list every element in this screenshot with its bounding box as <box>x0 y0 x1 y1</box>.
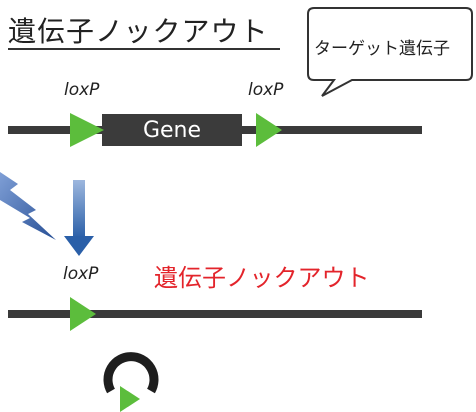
lightning-bolt-icon <box>0 172 56 240</box>
loxp-label-1: loxP <box>64 80 100 100</box>
loxp-arrow-1 <box>70 113 104 147</box>
title-underline <box>8 48 280 50</box>
page-title: 遺伝子ノックアウト <box>8 15 269 48</box>
loxp-arrow-2 <box>256 113 282 147</box>
gene-label: Gene <box>142 118 202 143</box>
loxp-arrow-3 <box>70 297 96 331</box>
gene-box <box>102 114 242 146</box>
loxp-label-3: loxP <box>63 264 99 284</box>
dna-line-bottom <box>8 310 422 318</box>
callout-text: ターゲット遺伝子 <box>314 39 450 59</box>
arrow-down-icon <box>64 180 94 256</box>
circular-dna-icon <box>103 352 159 412</box>
knockout-label: 遺伝子ノックアウト <box>154 264 370 292</box>
callout-bubble <box>307 7 473 97</box>
loxp-label-2: loxP <box>248 80 284 100</box>
